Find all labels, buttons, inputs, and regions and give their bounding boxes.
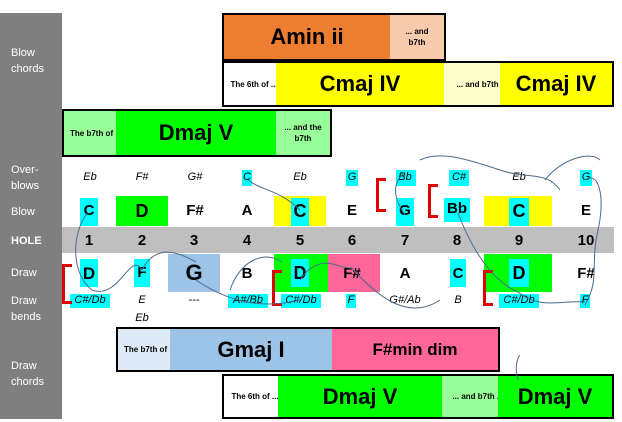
- chord-box-amin: Amin ii ... and b7th: [222, 13, 446, 61]
- blow-cell-highlight-2: [116, 196, 168, 226]
- bend-cyan-1: [70, 294, 110, 308]
- bend-note-2: E: [138, 294, 146, 306]
- draw-note-7: A: [399, 265, 411, 282]
- bend-note-6: F: [347, 294, 355, 306]
- draw-note-1: D: [82, 264, 96, 283]
- overblow-note-10: G: [581, 171, 591, 183]
- chord-fsharp-dim-label: F#min dim: [332, 329, 498, 370]
- label-draw-chords: Draw chords: [11, 360, 45, 388]
- hole-number-10: 10: [577, 232, 595, 249]
- hole-number-6: 6: [347, 232, 357, 249]
- blow-note-10: E: [580, 202, 591, 219]
- hole-number-5: 5: [295, 232, 305, 249]
- draw-note-8: C: [452, 265, 464, 282]
- overblow-note-2: F#: [135, 171, 149, 183]
- overblow-bracket-8: [428, 184, 438, 218]
- label-overblows: Over- blows: [11, 164, 40, 192]
- chord-amin-label: Amin ii: [224, 15, 390, 59]
- chord-cmaj-label-2: Cmaj IV: [500, 63, 612, 105]
- blow-note-3: F#: [186, 202, 204, 219]
- label-draw: Draw: [11, 267, 37, 279]
- bend-note-3: ---: [188, 294, 200, 306]
- overblow-note-9: Eb: [512, 171, 526, 183]
- overblow-note-5: Eb: [293, 171, 307, 183]
- chord-dmaj-label: Dmaj V: [116, 111, 276, 155]
- blow-note-2: D: [135, 201, 149, 221]
- chord-dmaj-draw-label-2: Dmaj V: [498, 376, 612, 417]
- label-draw-bends: Draw bends: [11, 295, 41, 323]
- draw-note-10: F#: [577, 265, 595, 282]
- draw-note-2: F: [137, 264, 147, 281]
- blow-note-9: C: [512, 201, 526, 221]
- overblow-cyan-6: [346, 170, 358, 186]
- draw-note-3: G: [185, 260, 203, 285]
- chord-dmaj-draw-label-1: Dmaj V: [278, 376, 442, 417]
- chord-box-gmaj: The b7th of ... Gmaj I F#min dim: [116, 327, 500, 372]
- chord-cmaj-label-1: Cmaj IV: [276, 63, 444, 105]
- overblow-cyan-4: [242, 170, 252, 186]
- bend-bracket-5: [272, 270, 282, 306]
- chord-amin-note: ... and b7th: [390, 15, 444, 59]
- label-hole: HOLE: [11, 235, 42, 247]
- overblow-note-3: G#: [187, 171, 203, 183]
- draw-note-4: B: [241, 265, 253, 282]
- bend-note-5: C#/Db: [285, 294, 317, 306]
- hole-number-3: 3: [189, 232, 199, 249]
- hole-number-2: 2: [137, 232, 147, 249]
- draw-note-9: D: [512, 263, 526, 283]
- bend-note-8: B: [454, 294, 462, 306]
- blow-note-6: E: [346, 202, 357, 219]
- bend-note-10: F: [581, 294, 589, 306]
- overblow-note-8: C#: [451, 171, 467, 183]
- bend-note-9: C#/Db: [503, 294, 535, 306]
- hole-number-4: 4: [242, 232, 252, 249]
- bend-note-2-extra: Eb: [135, 312, 149, 324]
- overblow-note-1: Eb: [83, 171, 97, 183]
- chord-dmaj-and: ... and the b7th: [276, 111, 330, 155]
- bend-bracket-9: [483, 270, 493, 306]
- hole-number-bar: [62, 227, 614, 253]
- label-blow: Blow: [11, 206, 35, 218]
- bend-bracket-1: [62, 264, 72, 304]
- overblow-bracket-7: [376, 178, 386, 212]
- blow-note-4: A: [241, 202, 253, 219]
- draw-note-5: D: [293, 263, 307, 283]
- bend-note-1: C#/Db: [74, 294, 106, 306]
- bend-cyan-6: [346, 294, 356, 308]
- blow-note-1: C: [83, 202, 95, 219]
- bend-note-7: G#/Ab: [389, 294, 421, 306]
- bend-note-4: A#/Bb: [233, 294, 263, 306]
- blow-note-7: G: [399, 202, 411, 219]
- chord-box-cmaj: The 6th of ... Cmaj IV ... and b7th ... …: [222, 61, 614, 107]
- overblow-note-4: C: [243, 171, 251, 183]
- blow-note-8: Bb: [447, 200, 467, 217]
- row-label-sidebar: [0, 13, 62, 419]
- overblow-note-6: G: [347, 171, 357, 183]
- hole-number-8: 8: [452, 232, 462, 249]
- overblow-note-7: Bb: [398, 171, 412, 183]
- label-blow-chords: Blow chords: [11, 47, 45, 75]
- hole-number-9: 9: [514, 232, 524, 249]
- chord-dmaj-draw-intro: The 6th of ...: [224, 376, 286, 417]
- chord-box-dmaj-draw: The 6th of ... Dmaj V ... and b7th ... D…: [222, 374, 614, 419]
- blow-note-5: C: [293, 201, 307, 221]
- chord-cmaj-intro: The 6th of ...: [224, 63, 284, 105]
- chord-gmaj-label: Gmaj I: [170, 329, 332, 370]
- draw-note-6: F#: [343, 265, 361, 282]
- hole-number-7: 7: [400, 232, 410, 249]
- chord-box-dmaj: The b7th of ... Dmaj V ... and the b7th: [62, 109, 332, 157]
- hole-number-1: 1: [84, 232, 94, 249]
